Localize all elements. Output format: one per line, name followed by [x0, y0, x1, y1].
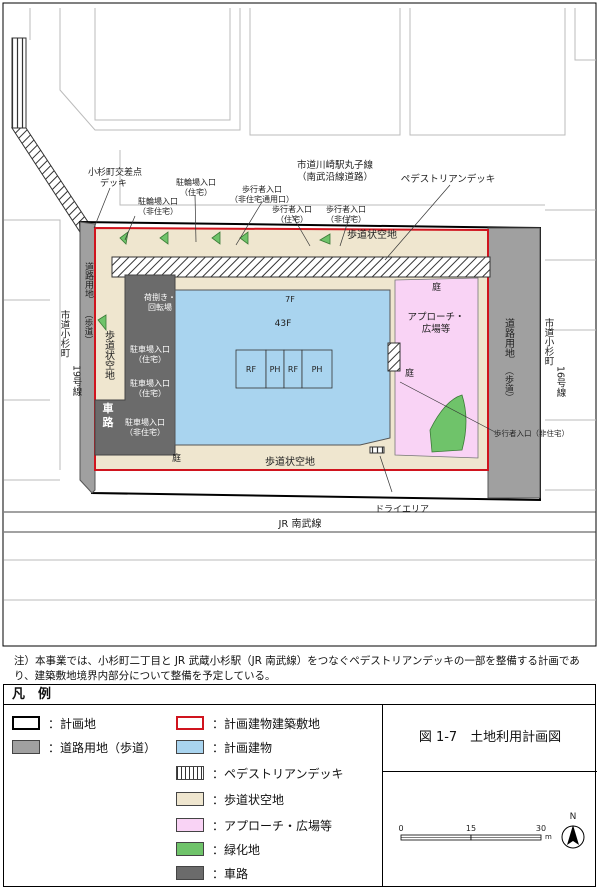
sidewalk-west-label: 歩道状空地	[103, 329, 115, 380]
legend-swatch	[176, 716, 204, 730]
road-east-label-2: 16号線	[555, 366, 567, 397]
scale-bar: 0 15 30 m	[398, 824, 552, 841]
scale-tick-15: 15	[466, 824, 476, 833]
ped-entrance-res-label: 歩行者入口（住宅）	[272, 204, 312, 224]
road-land-west-label: 道路用地	[83, 261, 94, 298]
legend-swatch	[12, 716, 40, 730]
floor-43f-label: 43F	[275, 319, 292, 329]
north-label: N	[570, 812, 577, 822]
scale-tick-30: 30	[536, 824, 546, 833]
legend-swatch	[176, 842, 204, 856]
dry-area-label: ドライエリア	[375, 504, 429, 515]
sidewalk-south-label: 歩道状空地	[265, 455, 315, 468]
figure-title: 図 1-7 土地利用計画図	[383, 705, 597, 772]
legend-heading: 凡 例	[4, 685, 595, 705]
parking-res-2-label: 駐車場入口（住宅）	[130, 378, 170, 398]
city-blocks	[4, 8, 596, 601]
north-arrow: N	[561, 812, 585, 849]
crossing-deck-strip	[11, 37, 27, 129]
scale-bar-and-north: 0 15 30 m N	[398, 812, 585, 849]
niwa-east-label: 庭	[405, 367, 414, 379]
road-land-east	[487, 227, 541, 499]
ph-1-label: PH	[270, 365, 281, 374]
dry-area	[369, 446, 385, 454]
niwa-north-label: 庭	[432, 281, 441, 293]
loading-label: 荷捌き・回転場	[144, 292, 176, 312]
pedestrian-deck-band	[111, 256, 491, 278]
legend-swatch	[176, 866, 204, 880]
east-deck-connector	[387, 342, 401, 372]
bike-entrance-nonres-label: 駐輪場入口（非住宅）	[138, 196, 178, 216]
approach-label: アプローチ・広場等	[407, 312, 464, 335]
niwa-south-label: 庭	[172, 452, 181, 464]
legend-swatch	[176, 766, 204, 780]
floor-7f-label: 7F	[285, 295, 295, 304]
sidewalk-north-label: 歩道状空地	[347, 228, 397, 241]
scale-tick-0: 0	[398, 824, 403, 833]
parking-res-1-label: 駐車場入口（住宅）	[130, 344, 170, 364]
road-land-west	[79, 221, 96, 494]
bike-entrance-res-label: 駐輪場入口（住宅）	[176, 177, 216, 197]
vehicle-road-label: 車路	[103, 401, 115, 429]
ped-entrance-nonres-label: 歩行者入口（非住宅）	[326, 204, 366, 224]
rf-1-label: RF	[246, 365, 257, 374]
pedestrian-deck-label: ペデストリアンデッキ	[401, 173, 496, 185]
ped-entrance-east-label: 歩行者入口（非住宅）	[494, 428, 569, 438]
ped-entrance-common-label: 歩行者入口（非住宅通用口）	[230, 184, 294, 204]
road-west-label-2: 19号線	[71, 365, 83, 396]
ph-2-label: PH	[312, 365, 323, 374]
parking-nonres-label: 駐車場入口（非住宅）	[125, 417, 165, 437]
penthouse-rf	[235, 349, 333, 389]
figure-info-box: 図 1-7 土地利用計画図 0 15 30 m N	[382, 705, 597, 887]
jr-line-label: JR 南武線	[277, 517, 321, 530]
land-use-plan-map: JR 南武線	[2, 2, 597, 647]
road-east-label: 市道小杉町	[543, 317, 555, 365]
road-land-east-sub-label: （歩道）	[503, 366, 514, 402]
north-road-label: 市道川崎駅丸子線（南武沿線道路）	[297, 159, 374, 183]
legend-swatch	[12, 740, 40, 754]
legend-swatch	[176, 740, 204, 754]
scale-unit: m	[545, 833, 552, 841]
legend-swatch	[176, 792, 204, 806]
rf-2-label: RF	[288, 365, 299, 374]
jr-nambu-line: JR 南武線	[4, 511, 596, 533]
vehicle-road	[94, 274, 176, 456]
road-west-label: 市道小杉町	[59, 309, 71, 357]
road-land-east-label: 道路用地	[503, 317, 515, 358]
road-land-west-sub-label: （歩道）	[83, 310, 93, 344]
note-text: 注）本事業では、小杉町二丁目と JR 武蔵小杉駅（JR 南武線）をつなぐペデスト…	[14, 655, 580, 682]
green-areas	[97, 231, 467, 453]
kosugi-deck-label: 小杉町交差点デッキ	[88, 166, 142, 189]
leader-lines	[93, 184, 496, 493]
legend: 凡 例 ：計画地 ：道路用地（歩道） ：計画建物建築敷地 ：計画建物 ：ペデスト…	[3, 684, 597, 887]
legend-swatch	[176, 818, 204, 832]
